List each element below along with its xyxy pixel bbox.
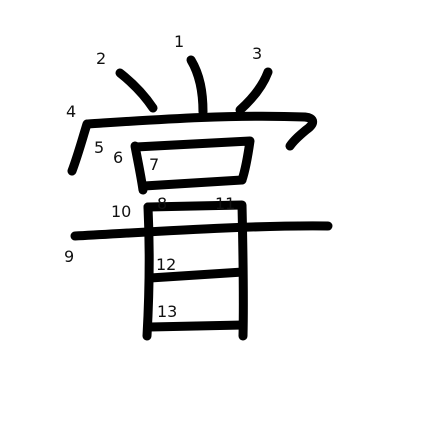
stroke-11: [143, 200, 248, 341]
stroke-number-3: 3: [252, 44, 262, 63]
stroke-number-4: 4: [66, 102, 76, 121]
stroke-number-labels: 1 2 3 4 5 6 7 8 9 10 11 12 13: [64, 32, 262, 321]
kanji-strokes: [67, 55, 333, 341]
stroke-9: [70, 221, 333, 241]
stroke-number-1: 1: [174, 32, 184, 51]
stroke-10: [142, 202, 154, 341]
stroke-number-6: 6: [113, 148, 123, 167]
stroke-number-10: 10: [111, 202, 131, 221]
stroke-number-13: 13: [157, 302, 177, 321]
stroke-number-8: 8: [157, 194, 167, 213]
stroke-8: [139, 175, 247, 191]
stroke-number-12: 12: [156, 255, 176, 274]
stroke-number-9: 9: [64, 247, 74, 266]
stroke-13: [145, 320, 248, 332]
stroke-number-5: 5: [94, 138, 104, 157]
stroke-4: [67, 119, 92, 176]
stroke-number-7: 7: [149, 155, 159, 174]
stroke-2: [115, 68, 158, 113]
stroke-5: [83, 111, 318, 151]
stroke-12: [145, 267, 248, 283]
stroke-3: [235, 67, 273, 115]
stroke-1: [186, 55, 208, 117]
stroke-number-11: 11: [215, 194, 235, 213]
stroke-number-2: 2: [96, 49, 106, 68]
